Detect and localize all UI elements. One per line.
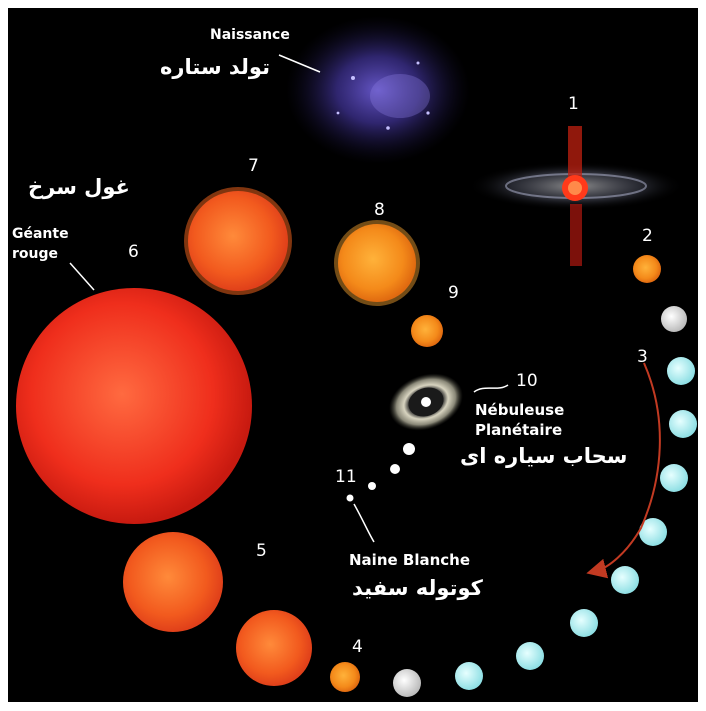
star-stage-9: [411, 315, 443, 347]
stage-label-3: 3: [637, 347, 648, 367]
stage-label-7: 7: [248, 156, 259, 176]
red-giant-pointer: [69, 262, 95, 291]
white-dwarf-stage-11: [346, 494, 354, 502]
main-sequence-star-a: [393, 669, 421, 697]
stage-label-4: 4: [352, 637, 363, 657]
red-giant-label-fr-2: rouge: [12, 246, 59, 262]
star-stage-8: [334, 220, 420, 306]
white-dwarf-label-fa: کوتوله سفید: [352, 576, 483, 600]
stage-label-5: 5: [256, 541, 267, 561]
main-sequence-star-b: [455, 662, 483, 690]
stage-3-arrow: [586, 362, 661, 579]
main-sequence-star-f: [639, 518, 667, 546]
nebula-label-fa: سحاب سیاره ای: [460, 444, 628, 468]
planetary-nebula-stage-10: [389, 373, 463, 431]
nebula-label-fr-2: Planétaire: [475, 421, 563, 439]
main-sequence-star-e: [611, 566, 639, 594]
stellar-evolution-diagram: [16, 16, 697, 697]
stage-label-10: 10: [516, 371, 538, 391]
birth-pointer: [278, 54, 321, 73]
trail-dot-3: [368, 482, 376, 490]
nebula-pointer: [473, 384, 509, 393]
main-sequence-star-h: [669, 410, 697, 438]
birth-label-fa: تولد ستاره: [160, 55, 270, 79]
main-sequence-star-j: [661, 306, 687, 332]
stage-label-8: 8: [374, 200, 385, 220]
star-below-5: [236, 610, 312, 686]
trail-dot-1: [403, 443, 415, 455]
main-sequence-star-c: [516, 642, 544, 670]
stage-label-1: 1: [568, 94, 579, 114]
stage-label-2: 2: [642, 226, 653, 246]
stage-label-6: 6: [128, 242, 139, 262]
trail-dot-2: [390, 464, 400, 474]
nebula-label-fr-1: Nébuleuse: [475, 401, 565, 419]
white-dwarf-pointer: [353, 503, 375, 543]
star-stage-5: [123, 532, 223, 632]
main-sequence-star-i: [667, 357, 695, 385]
birth-nebula: [286, 16, 470, 164]
diagram-frame: Naissance تولد ستاره 1 2 3 4 5 6 7 8 9 1…: [8, 8, 698, 702]
red-giant-label-fa: غول سرخ: [28, 175, 130, 199]
star-stage-4: [330, 662, 360, 692]
star-stage-7: [184, 187, 292, 295]
red-giant-label-fr-1: Géante: [12, 226, 69, 242]
protostar-stage-1: [468, 126, 684, 266]
stage-label-9: 9: [448, 283, 459, 303]
birth-label-fr: Naissance: [210, 27, 290, 43]
main-sequence-star-d: [570, 609, 598, 637]
red-giant-stage-6: [16, 288, 252, 524]
white-dwarf-label-fr: Naine Blanche: [349, 551, 471, 569]
star-stage-2: [633, 255, 661, 283]
main-sequence-star-g: [660, 464, 688, 492]
stage-label-11: 11: [335, 467, 357, 487]
